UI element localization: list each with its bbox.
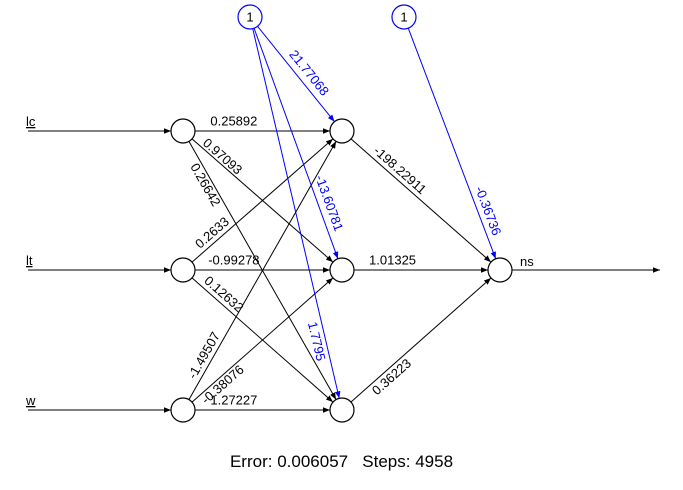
weight-label-in3-h3: 1.27227 <box>210 392 257 407</box>
weight-label-h2-out: 1.01325 <box>369 252 416 267</box>
hidden-node-1 <box>329 118 355 144</box>
bias-node-2 <box>391 4 417 30</box>
bias-edge-b1-h3 <box>252 28 341 399</box>
input-node-lt <box>170 257 196 283</box>
edges-layer <box>28 26 660 413</box>
bias-node-1 <box>237 4 263 30</box>
output-node <box>487 257 513 283</box>
neural-network-diagram: lcltwns0.258920.970930.266420.2633-0.992… <box>25 4 660 423</box>
output-label-ns: ns <box>520 254 534 269</box>
hidden-node-3 <box>329 397 355 423</box>
nodes-layer <box>170 4 513 423</box>
edge-in3-h2 <box>191 277 334 403</box>
labels-layer: lcltwns0.258920.970930.266420.2633-0.992… <box>25 9 534 408</box>
edge-in3-h1 <box>188 141 337 400</box>
bias-node-label-1: 1 <box>246 9 253 24</box>
input-node-lc <box>170 118 196 144</box>
weight-label-in1-h1: 0.25892 <box>210 113 257 128</box>
input-label-lc: lc <box>26 114 36 129</box>
bias-weight-label-b1-h3: 1.7795 <box>305 320 329 362</box>
weight-label-in2-h2: -0.99278 <box>208 252 259 267</box>
error-text: Error: 0.006057 <box>229 452 349 471</box>
edge-h3-out <box>350 277 492 403</box>
input-label-lt: lt <box>26 253 33 268</box>
bias-node-label-2: 1 <box>400 9 407 24</box>
weight-label-h3-out: 0.36223 <box>369 356 414 398</box>
training-summary: Error: 0.006057 Steps: 4958 <box>0 452 683 472</box>
input-label-w: w <box>25 393 36 408</box>
edge-in2-h1 <box>191 138 334 263</box>
weight-label-h1-out: -198.22911 <box>371 143 430 197</box>
hidden-node-2 <box>329 257 355 283</box>
weight-label-in1-h3: 0.26642 <box>187 161 223 209</box>
bias-edge-b2-out <box>407 28 497 259</box>
edge-h1-out <box>350 138 492 263</box>
bias-edge-b1-h1 <box>257 26 335 122</box>
steps-text: Steps: 4958 <box>362 452 454 471</box>
input-node-w <box>170 397 196 423</box>
weight-label-in2-h3: 0.12632 <box>201 273 246 315</box>
bias-edge-b1-h2 <box>253 28 339 259</box>
